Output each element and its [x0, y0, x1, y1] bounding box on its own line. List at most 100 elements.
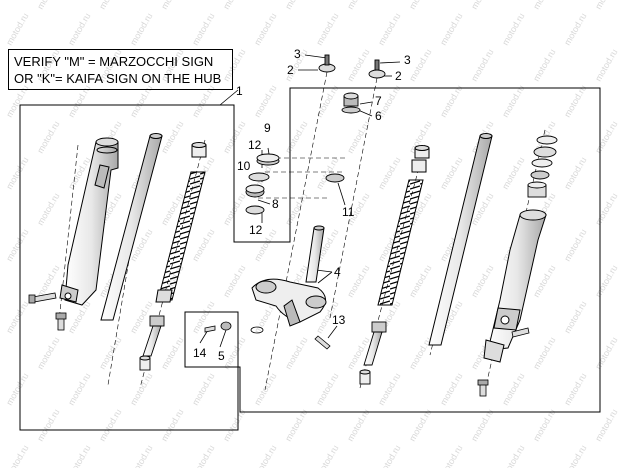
watermark-text: motod.ru [4, 155, 30, 191]
watermark-text: motod.ru [283, 119, 309, 155]
watermark-text: motod.ru [376, 11, 402, 47]
watermark-text: motod.ru [376, 155, 402, 191]
right-axle-bolt [511, 327, 530, 338]
watermark-text: motod.ru [221, 407, 247, 443]
watermark-text: motod.ru [35, 191, 61, 227]
watermark-text: motod.ru [593, 119, 619, 155]
watermark-text: motod.ru [35, 119, 61, 155]
watermark-text: motod.ru [128, 443, 154, 468]
watermark-text: motod.ru [407, 263, 433, 299]
watermark-text: motod.ru [531, 407, 557, 443]
watermark-text: motod.ru [314, 83, 340, 119]
watermark-text: motod.ru [593, 335, 619, 371]
watermark-text: motod.ru [35, 335, 61, 371]
callout-3b: 3 [404, 53, 411, 67]
watermark-text: motod.ru [66, 371, 92, 407]
watermark-text: motod.ru [376, 371, 402, 407]
assembly-frame [19, 87, 601, 431]
watermark-text: motod.ru [159, 119, 185, 155]
callout-13: 13 [332, 313, 346, 327]
callout-12a: 12 [248, 138, 262, 152]
watermark-text: motod.ru [97, 0, 123, 11]
watermark-text: motod.ru [345, 119, 371, 155]
watermark-text: motod.ru [438, 11, 464, 47]
watermark-text: motod.ru [407, 47, 433, 83]
watermark-text: motod.ru [438, 371, 464, 407]
center-small-parts [204, 321, 331, 350]
steering-stem-yoke [251, 225, 327, 327]
callout-11: 11 [342, 205, 355, 219]
callout-2b: 2 [395, 69, 402, 83]
watermark-text: motod.ru [562, 155, 588, 191]
watermark-text: motod.ru [407, 0, 433, 11]
watermark-text: motod.ru [4, 371, 30, 407]
watermark-text: motod.ru [438, 443, 464, 468]
watermark-text: motod.ru [345, 407, 371, 443]
watermark-text: motod.ru [562, 11, 588, 47]
watermark-text: motod.ru [159, 0, 185, 11]
watermark-text: motod.ru [190, 443, 216, 468]
watermark-text: motod.ru [593, 191, 619, 227]
watermark-text: motod.ru [190, 227, 216, 263]
callout-7: 7 [375, 94, 382, 108]
watermark-text: motod.ru [531, 47, 557, 83]
callout-5: 5 [218, 349, 225, 363]
right-damper-rod [359, 321, 387, 385]
callout-labels: 1 2 3 2 3 7 6 9 12 10 8 12 11 4 13 14 5 [193, 47, 411, 363]
watermark-text: motod.ru [314, 11, 340, 47]
right-bottom-screw [477, 379, 489, 397]
watermark-text: motod.ru [562, 371, 588, 407]
watermark-text: motod.ru [593, 0, 619, 11]
watermark-text: motod.ru [283, 191, 309, 227]
watermark-text: motod.ru [593, 407, 619, 443]
watermark-text: motod.ru [438, 155, 464, 191]
watermark-text: motod.ru [531, 335, 557, 371]
left-fork-slider [59, 137, 119, 306]
watermark-text: motod.ru [66, 443, 92, 468]
watermark-text: motod.ru [159, 407, 185, 443]
watermark-text: motod.ru [159, 335, 185, 371]
watermark-text: motod.ru [500, 11, 526, 47]
watermark-text: motod.ru [283, 0, 309, 11]
watermark-text: motod.ru [252, 83, 278, 119]
watermark-text: motod.ru [469, 0, 495, 11]
callout-1: 1 [236, 84, 243, 98]
watermark-text: motod.ru [252, 443, 278, 468]
watermark-text: motod.ru [4, 443, 30, 468]
watermark-text: motod.ru [500, 155, 526, 191]
watermark-text: motod.ru [500, 371, 526, 407]
verification-note: VERIFY "M" = MARZOCCHI SIGN OR "K"= KAIF… [8, 49, 233, 90]
left-axle-bolt [28, 292, 57, 304]
watermark-text: motod.ru [4, 227, 30, 263]
left-spring [155, 142, 207, 303]
callout-14: 14 [193, 346, 207, 360]
watermark-text: motod.ru [593, 263, 619, 299]
right-fork-slider [483, 209, 547, 363]
watermark-text: motod.ru [252, 11, 278, 47]
watermark-text: motod.ru [283, 407, 309, 443]
watermark-text: motod.ru [35, 263, 61, 299]
watermark-text: motod.ru [407, 335, 433, 371]
leader-lines [199, 54, 401, 348]
watermark-text: motod.ru [407, 407, 433, 443]
callout-10: 10 [237, 159, 251, 173]
watermark-text: motod.ru [562, 83, 588, 119]
watermark-text: motod.ru [4, 299, 30, 335]
watermark-text: motod.ru [35, 0, 61, 11]
callout-12b: 12 [249, 223, 263, 237]
watermark-text: motod.ru [469, 47, 495, 83]
watermark-text: motod.ru [562, 443, 588, 468]
watermark-text: motod.ru [128, 371, 154, 407]
watermark-text: motod.ru [531, 263, 557, 299]
watermark-text: motod.ru [190, 11, 216, 47]
callout-4: 4 [334, 265, 341, 279]
watermark-text: motod.ru [562, 227, 588, 263]
watermark-text: motod.ru [35, 407, 61, 443]
right-seals [527, 135, 558, 198]
watermark-text: motod.ru [97, 407, 123, 443]
watermark-text: motod.ru [438, 83, 464, 119]
callout-8: 8 [272, 197, 279, 211]
watermark-text: motod.ru [345, 47, 371, 83]
